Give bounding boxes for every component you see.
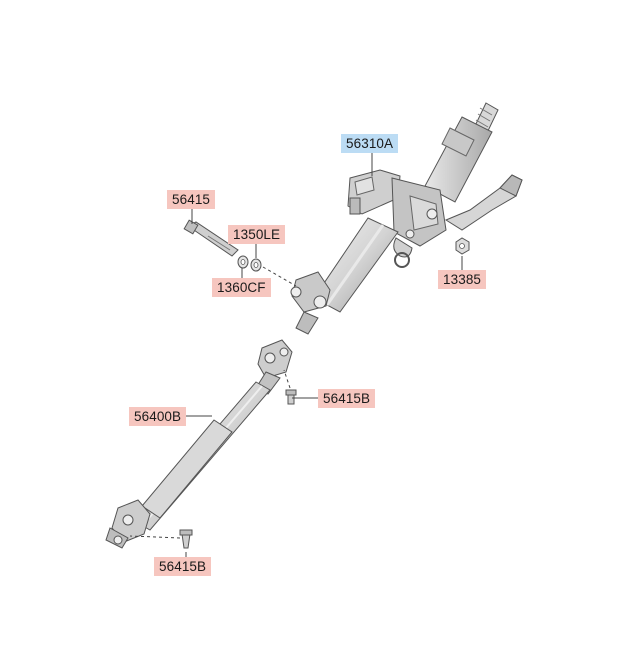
washer-1350le [250,258,262,272]
label-1360cf[interactable]: 1360CF [212,278,271,297]
washer-1360cf [237,255,249,269]
bolt-56415 [183,219,239,257]
label-56310a[interactable]: 56310A [341,134,399,153]
steering-column-assembly [290,102,523,335]
lower-universal-joint [105,499,151,549]
mounting-bracket [347,169,447,268]
bolt-56415b-lower [179,529,193,549]
column-lower-yoke [290,271,331,335]
nut-13385 [455,237,470,255]
intermediate-shaft [105,339,293,549]
bolt-56415b-upper [285,389,297,405]
label-1350le[interactable]: 1350LE [228,225,286,244]
label-56415b-lower[interactable]: 56415B [154,557,212,576]
label-56400b[interactable]: 56400B [129,407,187,426]
label-13385[interactable]: 13385 [438,270,487,289]
tilt-lever [444,174,523,231]
upper-universal-joint [255,339,293,395]
label-56415[interactable]: 56415 [167,190,216,209]
label-56415b-upper[interactable]: 56415B [318,389,376,408]
